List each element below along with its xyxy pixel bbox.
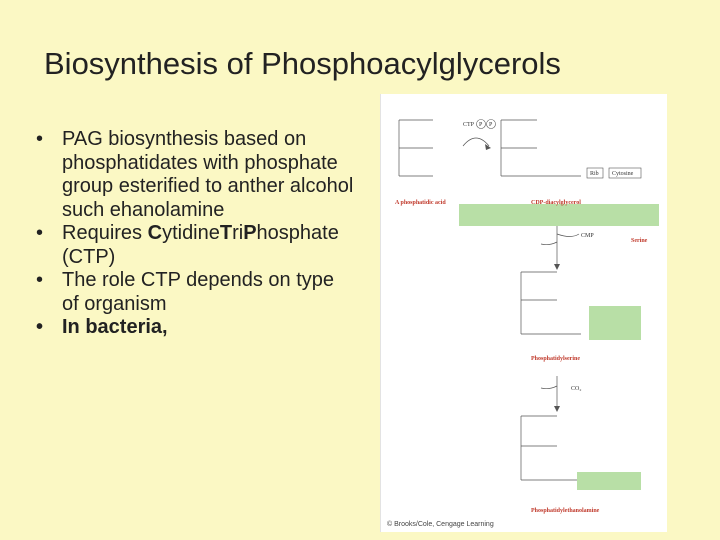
serine-label: Serine [631, 238, 648, 244]
cdp-diacylglycerol-label: CDP-diacylglycerol [531, 200, 581, 206]
biosynthesis-pathway-figure: CTP P P Rib Cytosine A phosphatidic acid… [380, 94, 667, 532]
bullet-item: PAG biosynthesis based on phosphatidates… [34, 128, 354, 222]
phosphatidylethanolamine-label: Phosphatidylethanolamine [531, 508, 600, 514]
bullet-item: In bacteria, [34, 316, 354, 340]
phosphatidylserine-label: Phosphatidylserine [531, 356, 580, 362]
bullet-list: PAG biosynthesis based on phosphatidates… [34, 128, 354, 340]
bullet-item: The role CTP depends on type of organism [34, 269, 354, 316]
cytosine-label: Cytosine [612, 171, 634, 177]
serine-head-highlight [589, 306, 641, 340]
phosphatidic-acid-label: A phosphatidic acid [395, 200, 446, 206]
ppi-p1-label: P [479, 122, 483, 128]
ppi-p2-label: P [489, 122, 493, 128]
copyright-text: © Brooks/Cole, Cengage Learning [387, 521, 494, 528]
cmp-label: CMP [581, 233, 594, 239]
bullet-item: Requires CytidineTriPhosphate (CTP) [34, 222, 354, 269]
rib-label: Rib [590, 171, 599, 177]
serine-highlight [459, 204, 659, 226]
ctp-label: CTP [463, 122, 475, 128]
slide-title: Biosynthesis of Phosphoacylglycerols [44, 46, 561, 81]
ethanolamine-head-highlight [577, 472, 641, 490]
co2-label: CO₂ [571, 386, 581, 392]
